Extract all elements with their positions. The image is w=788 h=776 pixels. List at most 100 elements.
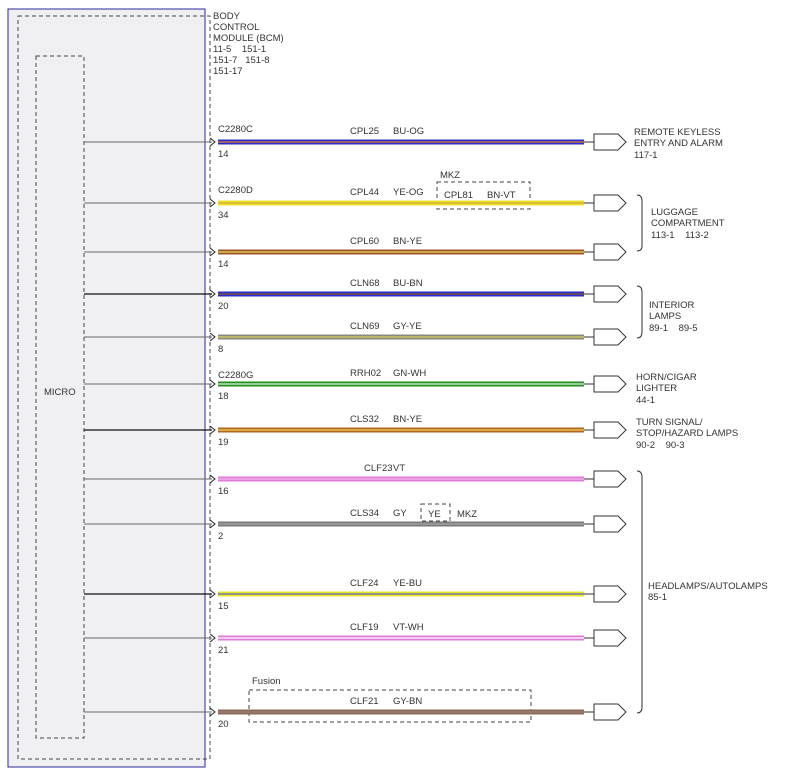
option-color-ye: YE: [428, 509, 441, 520]
bracket-interior: [636, 285, 643, 339]
connector-symbol-clf21: [593, 703, 627, 721]
pin-chevron-rrh02: [209, 379, 216, 389]
pin-number-cpl44: 34: [218, 210, 229, 221]
dest-luggage-line-1: LUGGAGE: [651, 207, 698, 218]
dest-turn-line-2: STOP/HAZARD LAMPS: [636, 428, 738, 439]
dest-interior-ref: 89-1 89-5: [649, 323, 698, 334]
pin-chevron-cpl44: [209, 198, 216, 208]
connector-symbol-cln68: [593, 285, 627, 303]
option-label-mkz-2: MKZ: [457, 509, 477, 520]
dest-interior-line-1: INTERIOR: [649, 300, 695, 311]
circuit-id-cpl60: CPL60: [350, 236, 379, 247]
option-circuit-cpl81: CPL81: [444, 190, 473, 201]
pin-number-cls32: 19: [218, 437, 229, 448]
dest-interior-line-2: LAMPS: [649, 311, 681, 322]
circuit-color-cpl44: YE-OG: [393, 187, 424, 198]
pin-chevron-cpl25: [209, 137, 216, 147]
module-ref-line-2: 151-7 151-8: [213, 55, 270, 66]
circuit-color-cls32: BN-YE: [393, 414, 422, 425]
circuit-color-cpl25: BU-OG: [393, 126, 424, 137]
connector-symbol-cls32: [593, 421, 627, 439]
dest-horn-line-2: LIGHTER: [636, 383, 677, 394]
circuit-color-cln68: BU-BN: [393, 278, 423, 289]
pin-number-clf23: 16: [218, 486, 229, 497]
pin-chevron-cls34: [209, 519, 216, 529]
circuit-color-clf19: VT-WH: [393, 622, 424, 633]
circuit-color-rrh02: GN-WH: [393, 368, 426, 379]
module-name-line-2: CONTROL: [213, 22, 259, 33]
option-label-mkz-1: MKZ: [440, 170, 460, 181]
pin-chevron-clf23: [209, 474, 216, 484]
pin-number-cln68: 20: [218, 301, 229, 312]
circuit-color-clf21: GY-BN: [393, 696, 422, 707]
connector-symbol-rrh02: [593, 375, 627, 393]
connector-label-c2280g: C2280G: [218, 370, 253, 381]
pin-chevron-cpl60: [209, 247, 216, 257]
connector-symbol-clf23: [593, 470, 627, 488]
dest-turn-line-1: TURN SIGNAL/: [636, 417, 703, 428]
connector-label-c2280d: C2280D: [218, 185, 253, 196]
pin-chevron-cln69: [209, 332, 216, 342]
dest-turn-ref: 90-2 90-3: [636, 440, 685, 451]
pin-number-clf21: 20: [218, 719, 229, 730]
pin-number-clf24: 15: [218, 601, 229, 612]
bracket-headlamps: [636, 470, 643, 714]
dest-horn-ref: 44-1: [636, 395, 655, 406]
circuit-id-cln68: CLN68: [350, 278, 380, 289]
dest-rke-line-2: ENTRY AND ALARM: [634, 138, 723, 149]
pin-chevron-clf21: [209, 707, 216, 717]
connector-symbol-cpl60: [593, 243, 627, 261]
circuit-color-clf24: YE-BU: [393, 578, 422, 589]
pin-number-cls34: 2: [218, 531, 223, 542]
connector-symbol-clf24: [593, 585, 627, 603]
circuit-color-cpl60: BN-YE: [393, 236, 422, 247]
dest-luggage-line-2: COMPARTMENT: [651, 218, 725, 229]
pin-number-rrh02: 18: [218, 391, 229, 402]
pin-number-cpl60: 14: [218, 259, 229, 270]
circuit-id-cls34: CLS34: [350, 508, 379, 519]
pin-number-cpl25: 14: [218, 149, 229, 160]
module-ref-line-1: 11-5 151-1: [213, 44, 266, 55]
circuit-id-cpl44: CPL44: [350, 187, 379, 198]
pin-chevron-clf19: [209, 633, 216, 643]
connector-symbol-cpl25: [593, 133, 627, 151]
pin-number-cln69: 8: [218, 344, 223, 355]
module-ref-line-3: 151-17: [213, 66, 243, 77]
module-name-line-3: MODULE (BCM): [213, 33, 284, 44]
circuit-id-clf21: CLF21: [350, 696, 379, 707]
option-box-fusion: [248, 689, 532, 723]
dest-horn-line-1: HORN/CIGAR: [636, 372, 697, 383]
option-color-bn-vt: BN-VT: [487, 190, 516, 201]
circuit-color-cln69: GY-YE: [393, 321, 422, 332]
circuit-id-rrh02: RRH02: [350, 368, 381, 379]
dest-headlamps-line-1: HEADLAMPS/AUTOLAMPS: [648, 581, 768, 592]
dest-rke-line-1: REMOTE KEYLESS: [634, 127, 721, 138]
circuit-id-cln69: CLN69: [350, 321, 380, 332]
pin-chevron-cln68: [209, 289, 216, 299]
dest-rke-ref: 117-1: [634, 150, 658, 161]
module-name-line-1: BODY: [213, 11, 241, 22]
dest-luggage-ref: 113-1 113-2: [651, 230, 709, 241]
micro-label: MICRO: [44, 387, 76, 398]
pin-number-clf19: 21: [218, 645, 229, 656]
connector-symbol-cln69: [593, 328, 627, 346]
circuit-id-clf23: CLF23: [364, 463, 393, 474]
micro-box: [35, 55, 85, 739]
circuit-id-cpl25: CPL25: [350, 126, 379, 137]
option-box-ye: [420, 503, 451, 522]
connector-symbol-cls34: [593, 515, 627, 533]
connector-symbol-clf19: [593, 629, 627, 647]
option-label-fusion: Fusion: [252, 676, 281, 687]
circuit-id-clf19: CLF19: [350, 622, 379, 633]
pin-chevron-clf24: [209, 589, 216, 599]
bracket-luggage: [636, 194, 643, 252]
connector-symbol-cpl44: [593, 194, 627, 212]
circuit-id-cls32: CLS32: [350, 414, 379, 425]
option-box-mkz-cpl81: [436, 181, 531, 210]
circuit-color-cls34: GY: [393, 508, 407, 519]
dest-headlamps-ref: 85-1: [648, 592, 667, 603]
connector-label-c2280c: C2280C: [218, 124, 253, 135]
bcm-module-box: [7, 8, 206, 768]
